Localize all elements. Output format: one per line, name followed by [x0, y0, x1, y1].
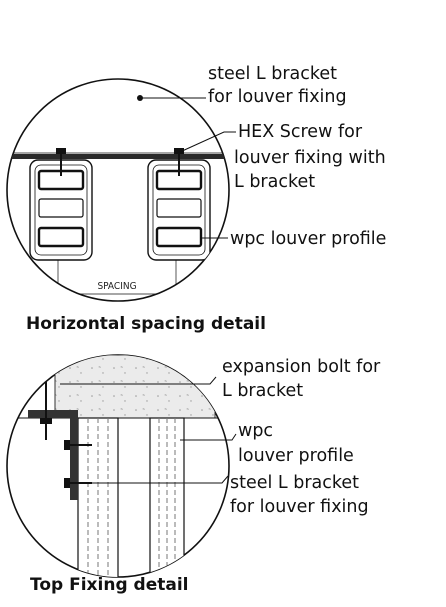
title-top-fixing: Top Fixing detail	[30, 575, 188, 595]
label-steel-bracket-l2: for louver fixing	[208, 87, 347, 107]
label-steel-bracket-l1: steel L bracket	[208, 64, 337, 84]
louver-profile-vertical-right	[149, 417, 185, 577]
label-expansion-bolt-l1: expansion bolt for	[222, 357, 381, 377]
label-steel-bracket-bottom-l2: for louver fixing	[230, 497, 369, 517]
expansion-bolt	[40, 375, 52, 440]
label-steel-bracket-bottom-l1: steel L bracket	[230, 473, 359, 493]
label-expansion-bolt-l2: L bracket	[222, 381, 303, 401]
steel-bracket-plate	[7, 154, 229, 159]
steel-l-bracket	[28, 410, 78, 500]
label-hex-screw-l1: HEX Screw for	[238, 122, 363, 142]
top-fixing-detail: expansion bolt for L bracket wpc louver …	[6, 354, 381, 595]
louver-profile-right	[147, 159, 211, 261]
hex-screw-right	[174, 148, 184, 176]
spacing-label: SPACING	[97, 281, 136, 292]
label-hex-screw-l2: louver fixing with	[234, 148, 386, 168]
louver-profile-vertical-left	[77, 417, 119, 577]
hex-screw-left	[56, 148, 66, 176]
label-wpc-profile: wpc louver profile	[230, 229, 386, 249]
fixing-screw-upper	[64, 440, 92, 450]
label-wpc-l2: louver profile	[238, 446, 354, 466]
title-horizontal-spacing: Horizontal spacing detail	[26, 314, 266, 334]
label-hex-screw-l3: L bracket	[234, 172, 315, 192]
concrete-slab	[54, 355, 216, 419]
horizontal-spacing-detail: SPACING steel L bracket for louver fixin…	[6, 64, 386, 334]
fixing-screw-lower	[64, 478, 92, 488]
label-wpc-l1: wpc	[238, 421, 273, 441]
louver-profile-left	[29, 159, 93, 261]
